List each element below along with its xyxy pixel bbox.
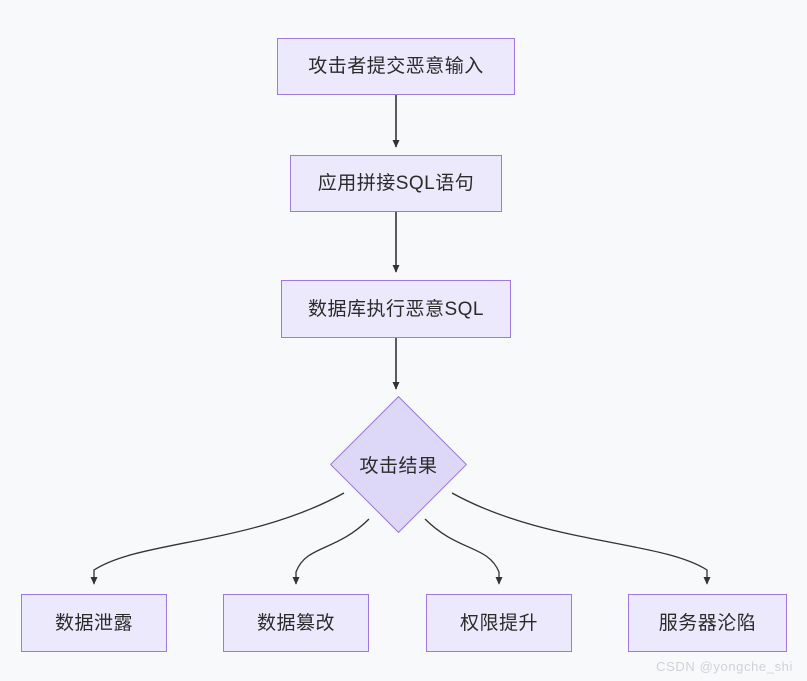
- node-data-tamper-label: 数据篡改: [256, 612, 335, 634]
- edge-attack-result-to-server-owned: [451, 492, 711, 585]
- node-attacker-input-label: 攻击者提交恶意输入: [308, 56, 484, 77]
- node-data-tamper[interactable]: 数据篡改: [223, 594, 369, 652]
- node-db-exec-label: 数据库执行恶意SQL: [307, 298, 485, 320]
- node-server-owned[interactable]: 服务器沦陷: [628, 594, 787, 652]
- node-concat-sql[interactable]: 应用拼接SQL语句: [290, 155, 502, 212]
- node-data-leak-label: 数据泄露: [54, 612, 133, 634]
- edge-attack-result-to-data-leak: [90, 492, 345, 585]
- node-server-owned-label: 服务器沦陷: [658, 612, 757, 634]
- edge-attack-result-to-priv-escalate: [424, 518, 503, 585]
- node-attack-result[interactable]: 攻击结果: [329, 395, 468, 534]
- watermark: CSDN @yongche_shi: [656, 659, 793, 674]
- node-db-exec[interactable]: 数据库执行恶意SQL: [281, 280, 511, 338]
- node-attack-result-label: 攻击结果: [359, 456, 438, 477]
- edge-attack-result-to-data-tamper: [292, 518, 370, 585]
- node-concat-sql-label: 应用拼接SQL语句: [317, 173, 475, 194]
- node-priv-escalate[interactable]: 权限提升: [426, 594, 572, 652]
- node-data-leak[interactable]: 数据泄露: [21, 594, 167, 652]
- node-attacker-input[interactable]: 攻击者提交恶意输入: [277, 38, 515, 95]
- node-priv-escalate-label: 权限提升: [459, 612, 538, 634]
